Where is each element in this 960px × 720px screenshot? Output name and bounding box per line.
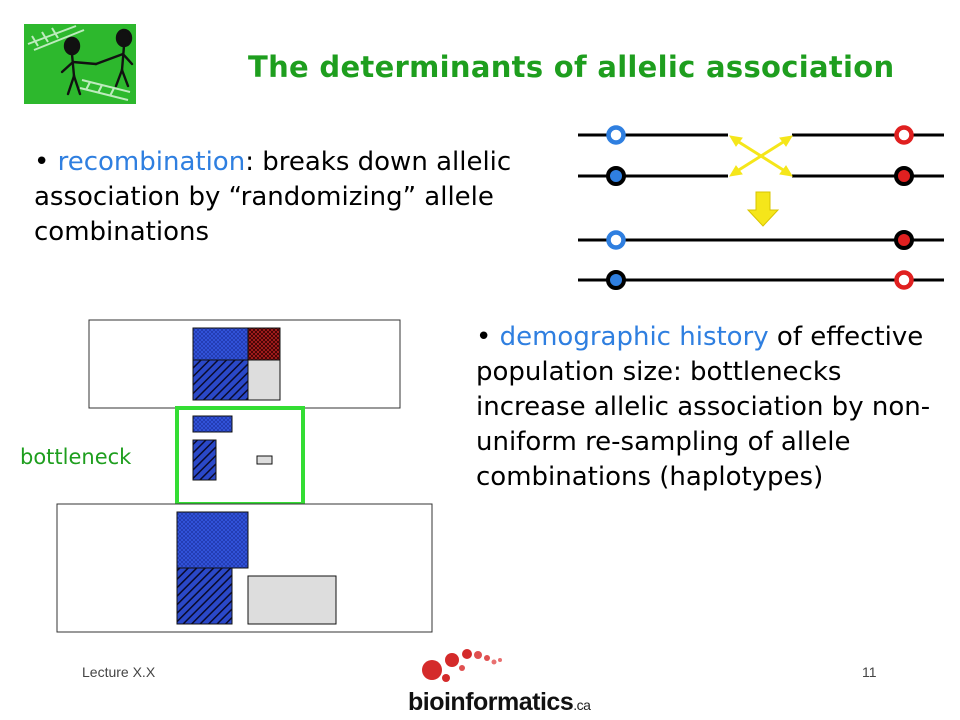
crossover-arrow-icon xyxy=(729,135,793,177)
allele-black-blue xyxy=(606,270,626,290)
allele-black-red xyxy=(894,230,914,250)
haplotype-block-blue xyxy=(176,511,249,569)
brand-logo: bioinformatics.ca xyxy=(408,688,591,717)
haplotype-block-grey xyxy=(247,575,337,625)
slide-title: The determinants of allelic association xyxy=(248,50,895,84)
allele-red-open xyxy=(894,270,914,290)
two-people-holding-hands-icon xyxy=(27,25,134,101)
slide-logo xyxy=(24,24,136,104)
footer-lecture-label: Lecture X.X xyxy=(82,664,156,680)
demographic-keyword: demographic history xyxy=(499,322,769,352)
allele-blue-open xyxy=(606,125,626,145)
bottleneck-frame xyxy=(175,406,305,506)
recombination-keyword: recombination xyxy=(57,147,246,177)
haplotype-block-striped xyxy=(192,439,217,481)
brand-suffix: .ca xyxy=(573,697,591,713)
recombination-bullet: • recombination: breaks down allelic ass… xyxy=(34,145,564,250)
footer-page-number: 11 xyxy=(862,664,877,680)
allele-blue-open xyxy=(606,230,626,250)
bullet-mark: • xyxy=(34,147,50,177)
demographic-text: of effective population size: bottleneck… xyxy=(476,322,931,492)
allele-black-blue xyxy=(606,166,626,186)
population-box-before xyxy=(88,319,401,409)
haplotype-block-striped xyxy=(192,359,249,401)
bullet-mark: • xyxy=(476,322,492,352)
haplotype-block-grey xyxy=(247,359,281,401)
allele-black-red xyxy=(894,166,914,186)
bottleneck-label: bottleneck xyxy=(20,445,132,469)
haplotype-block-grey xyxy=(256,455,273,465)
haplotype-block-blue xyxy=(192,415,233,433)
haplotype-block-red xyxy=(247,327,281,361)
haplotype-block-striped xyxy=(176,567,233,625)
population-box-after xyxy=(56,503,433,633)
brand-name: bioinformatics xyxy=(408,688,574,716)
demographic-bullet: • demographic history of effective popul… xyxy=(476,320,946,495)
down-arrow-icon xyxy=(746,191,780,227)
allele-red-open xyxy=(894,125,914,145)
haplotype-block-blue xyxy=(192,327,249,361)
recombination-text: : breaks down allelic association by “ra… xyxy=(34,147,512,247)
